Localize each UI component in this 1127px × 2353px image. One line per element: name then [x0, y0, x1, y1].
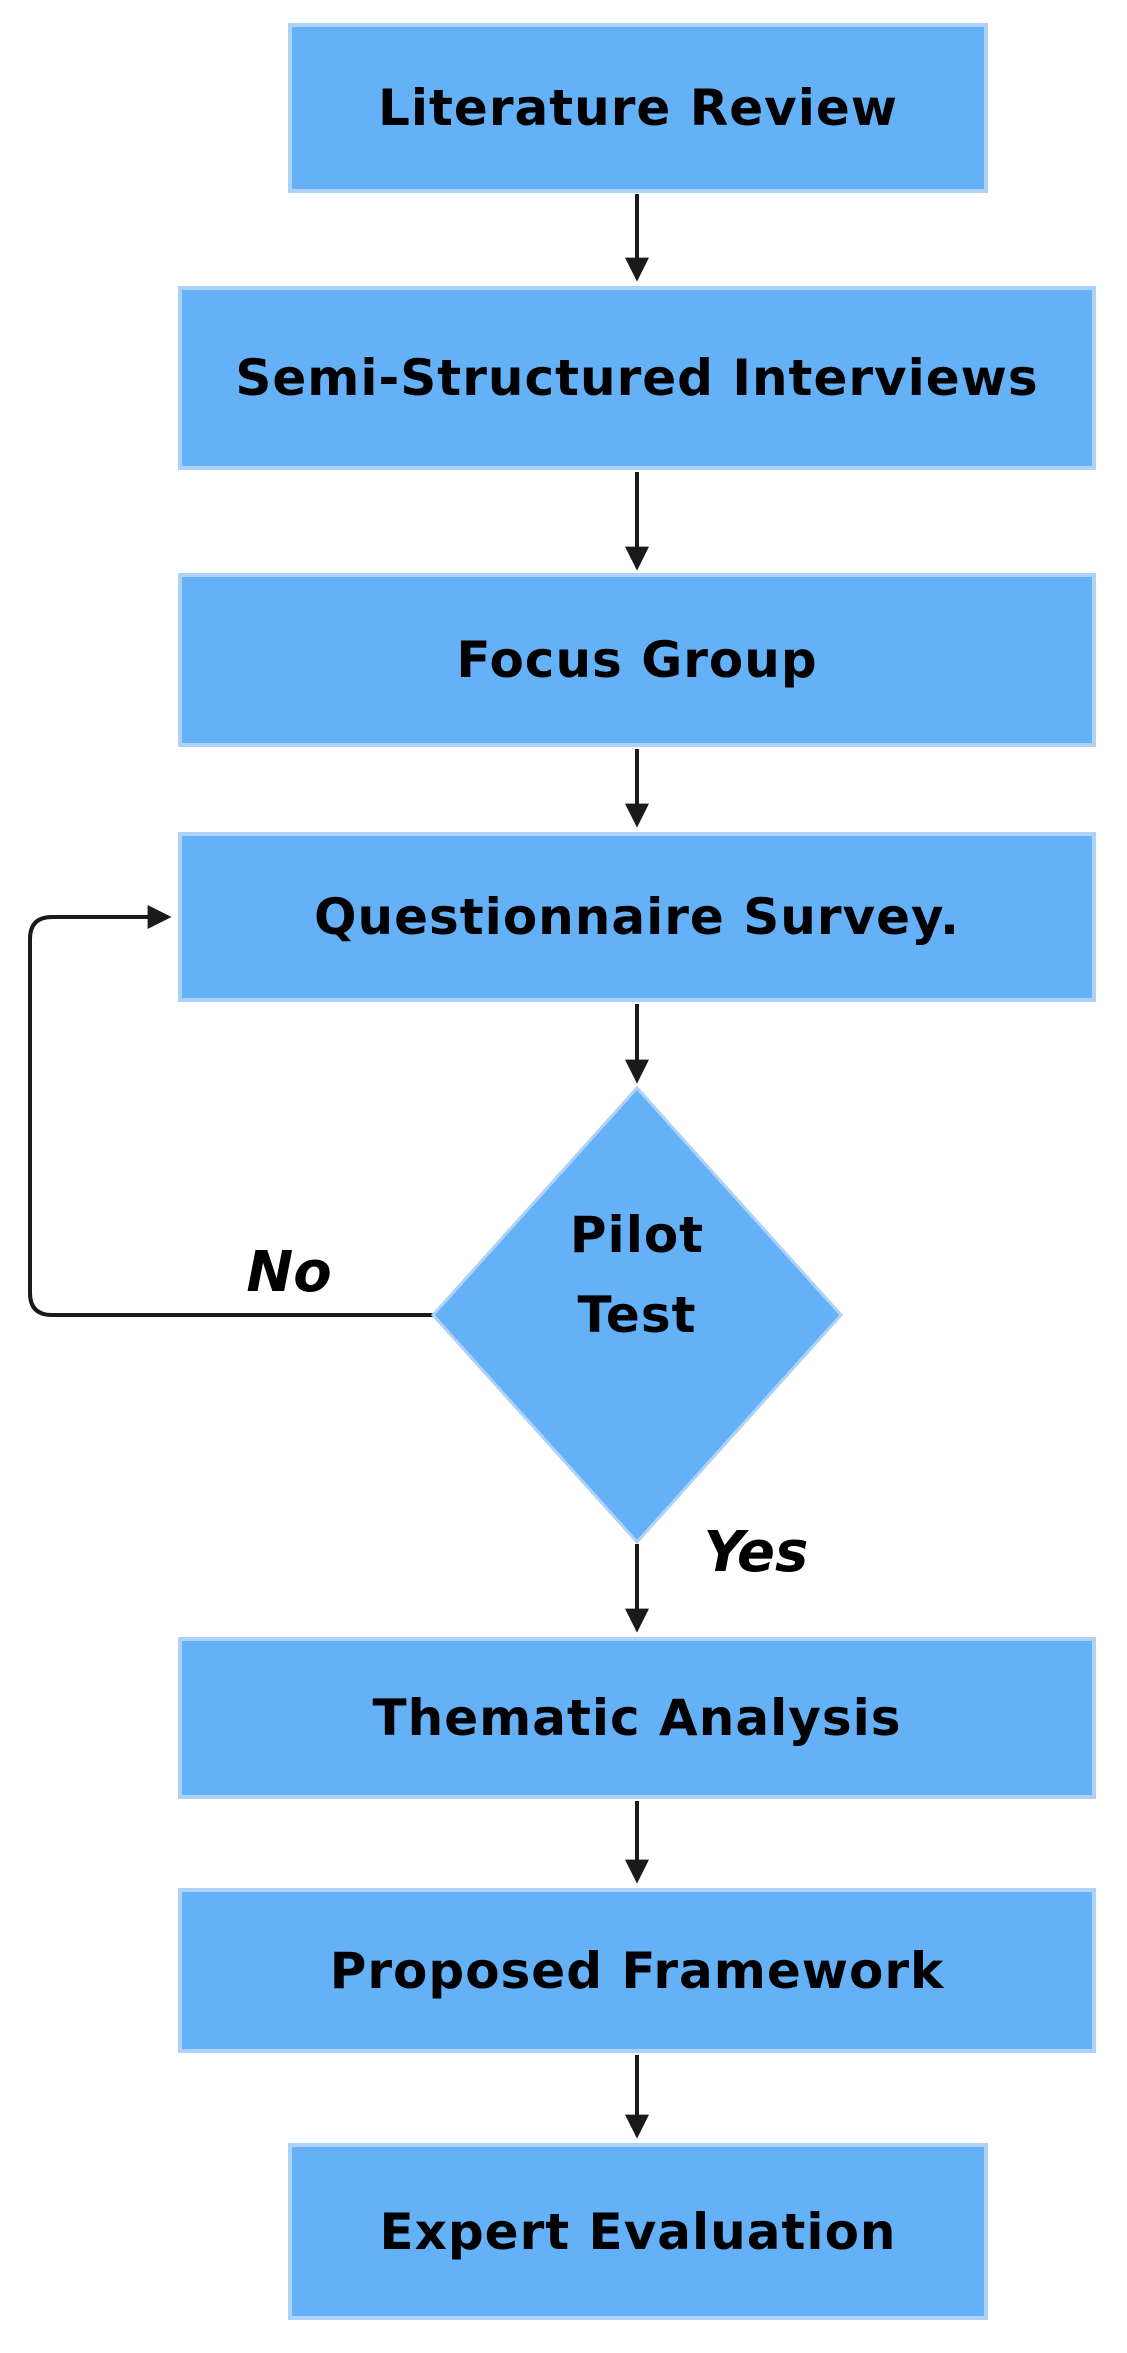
- edge-label-no: No: [214, 1232, 364, 1312]
- node-literature-review: Literature Review: [288, 23, 988, 193]
- node-focus-group: Focus Group: [178, 573, 1096, 747]
- node-label: Literature Review: [378, 79, 898, 137]
- node-label: Semi-Structured Interviews: [235, 349, 1039, 407]
- node-pilot-test-shape: [430, 1085, 844, 1545]
- node-expert-evaluation: Expert Evaluation: [288, 2143, 988, 2320]
- node-pilot-test: Pilot Test: [507, 1150, 767, 1400]
- node-thematic-analysis: Thematic Analysis: [178, 1637, 1096, 1799]
- edge-pilot-to-questionnaire-no: [28, 905, 433, 1317]
- node-label: Pilot Test: [569, 1206, 705, 1344]
- node-proposed-framework: Proposed Framework: [178, 1888, 1096, 2053]
- node-label: Expert Evaluation: [379, 2202, 897, 2261]
- node-label: Questionnaire Survey.: [314, 888, 960, 946]
- node-label: Proposed Framework: [329, 1941, 945, 2000]
- node-label: Thematic Analysis: [372, 1689, 902, 1747]
- node-semi-structured-interviews: Semi-Structured Interviews: [178, 286, 1096, 470]
- node-questionnaire-survey: Questionnaire Survey.: [178, 832, 1096, 1002]
- edge-label-yes: Yes: [681, 1512, 831, 1592]
- edge-label-text: No: [246, 1239, 332, 1305]
- node-label: Focus Group: [456, 631, 818, 689]
- edge-label-text: Yes: [703, 1519, 809, 1585]
